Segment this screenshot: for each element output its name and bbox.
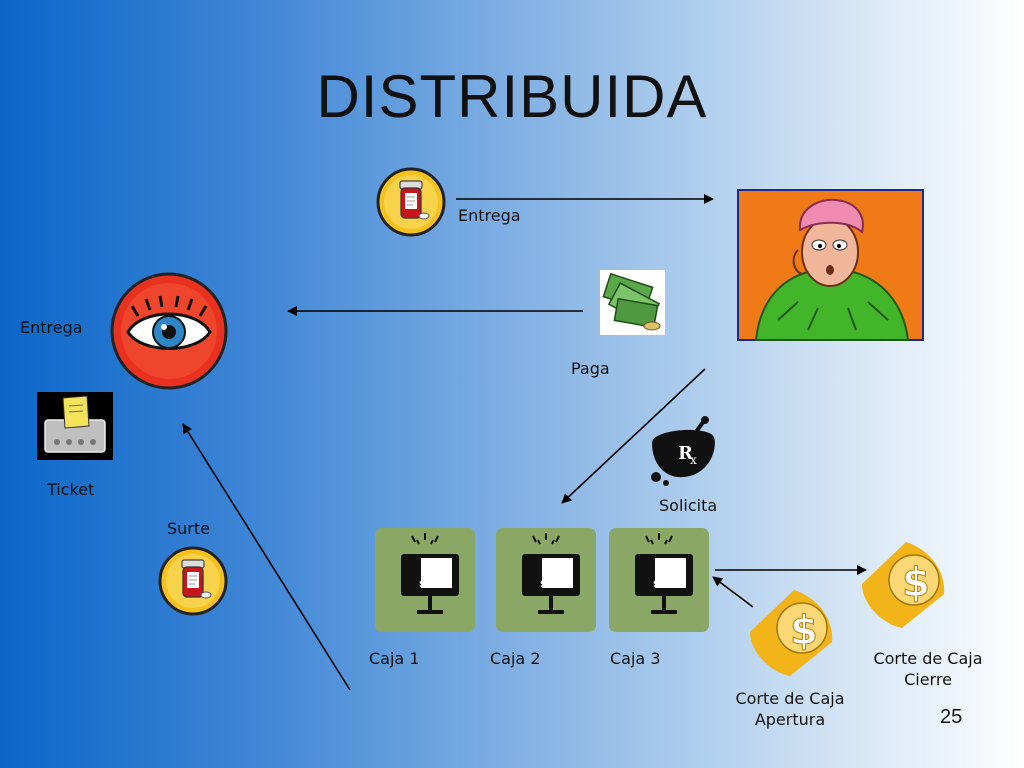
label-entrega-left: Entrega xyxy=(20,318,83,337)
money-icon xyxy=(600,270,665,335)
terminal-caja-2: SAV xyxy=(496,528,596,632)
page-number: 25 xyxy=(940,706,963,728)
computer-terminal-icon: SAV xyxy=(401,533,459,614)
label-corte-apertura-line2: Apertura xyxy=(754,710,826,729)
sick-patient-icon xyxy=(737,189,924,341)
svg-text:x: x xyxy=(690,453,697,467)
terminal-screen-text: SAV xyxy=(653,580,673,590)
label-paga: Paga xyxy=(571,359,610,378)
label-surte: Surte xyxy=(167,519,210,538)
label-corte-cierre-line2: Cierre xyxy=(904,670,952,689)
terminal-caja-1: SAV xyxy=(375,528,475,632)
svg-text:R: R xyxy=(678,443,694,464)
computer-terminal-icon: SAV xyxy=(522,533,580,614)
label-solicita: Solicita xyxy=(659,496,718,515)
dollar-badge-icon: $ xyxy=(862,542,945,628)
label-corte-cierre: Corte de Caja Cierre xyxy=(860,649,996,689)
terminal-caja-3: SAV xyxy=(609,528,709,632)
computer-terminal-icon: SAV xyxy=(635,533,693,614)
rx-mortar-icon: R x xyxy=(651,416,715,486)
terminal-screen-text: SAV xyxy=(540,580,560,590)
arrow-apertura-to-cajas xyxy=(712,576,754,608)
arrow-surte-to-eye xyxy=(182,423,351,691)
svg-text:$: $ xyxy=(790,608,818,654)
label-entrega-top: Entrega xyxy=(458,206,521,225)
label-caja-1: Caja 1 xyxy=(369,649,420,668)
label-corte-apertura: Corte de Caja Apertura xyxy=(722,689,858,729)
label-corte-apertura-line1: Corte de Caja xyxy=(735,689,845,708)
svg-text:$: $ xyxy=(902,560,930,606)
arrow-patient-to-caja xyxy=(561,368,706,504)
pill-bottle-icon xyxy=(376,167,446,237)
terminal-screen-text: SAV xyxy=(419,580,439,590)
slide-title: DISTRIBUIDA xyxy=(316,63,708,130)
label-caja-2: Caja 2 xyxy=(490,649,541,668)
label-ticket: Ticket xyxy=(47,480,95,499)
eye-icon xyxy=(110,272,228,390)
ticket-printer-icon xyxy=(37,392,113,460)
dollar-badge-icon: $ xyxy=(750,590,833,676)
label-corte-cierre-line1: Corte de Caja xyxy=(873,649,983,668)
label-caja-3: Caja 3 xyxy=(610,649,661,668)
pill-bottle-icon xyxy=(158,546,228,616)
